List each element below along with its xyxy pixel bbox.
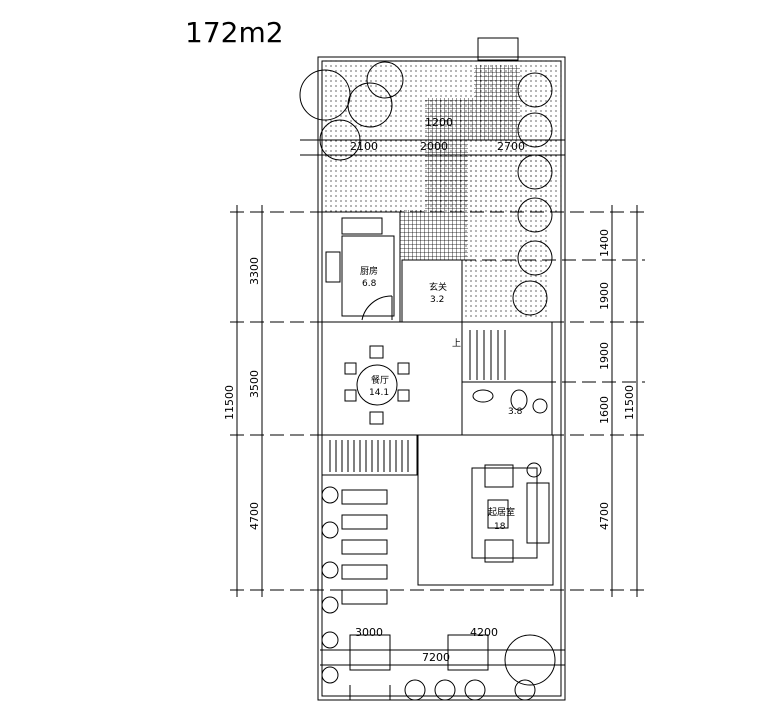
kitchen-label: 厨房 [360,265,378,277]
dim-bottom-1: 3000 [355,626,383,639]
dim-garden-2: 2100 [350,140,378,153]
dining-table [344,345,410,425]
bathroom-fixtures [472,389,548,414]
dining-area: 14.1 [369,388,389,398]
parking-area [341,489,489,700]
living-furniture [471,462,550,563]
dim-right-total: 11500 [623,385,636,420]
dim-right-1: 1400 [598,229,611,257]
dim-right-5: 4700 [598,502,611,530]
dim-right-2: 1900 [598,282,611,310]
dim-garden-1: 1200 [425,116,453,129]
dim-bottom-2: 4200 [470,626,498,639]
dim-garden-3: 2000 [420,140,448,153]
dim-left-2: 3500 [248,370,261,398]
gate [477,37,519,61]
kitchen-fixtures [325,217,395,321]
bath-area: 3.8 [508,407,523,417]
dining-label: 餐厅 [371,374,389,386]
living-label: 起居室 [488,506,515,518]
kitchen-area: 6.8 [362,279,377,289]
dim-left-1: 3300 [248,257,261,285]
side-garden [465,150,550,320]
entry-label: 玄关 [429,281,447,293]
living-area: 18 [494,522,506,532]
dimension-lines [230,139,645,666]
dim-garden-4: 2700 [497,140,525,153]
dim-left-3: 4700 [248,502,261,530]
plan-title: 172m2 [185,16,284,49]
paving-path [400,65,520,260]
entry-area: 3.2 [430,295,444,305]
dim-left-total: 11500 [223,385,236,420]
stair-up-label: 上 [452,338,461,349]
dim-right-4: 1600 [598,396,611,424]
dim-bottom-3: 7200 [422,651,450,664]
dim-right-3: 1900 [598,342,611,370]
